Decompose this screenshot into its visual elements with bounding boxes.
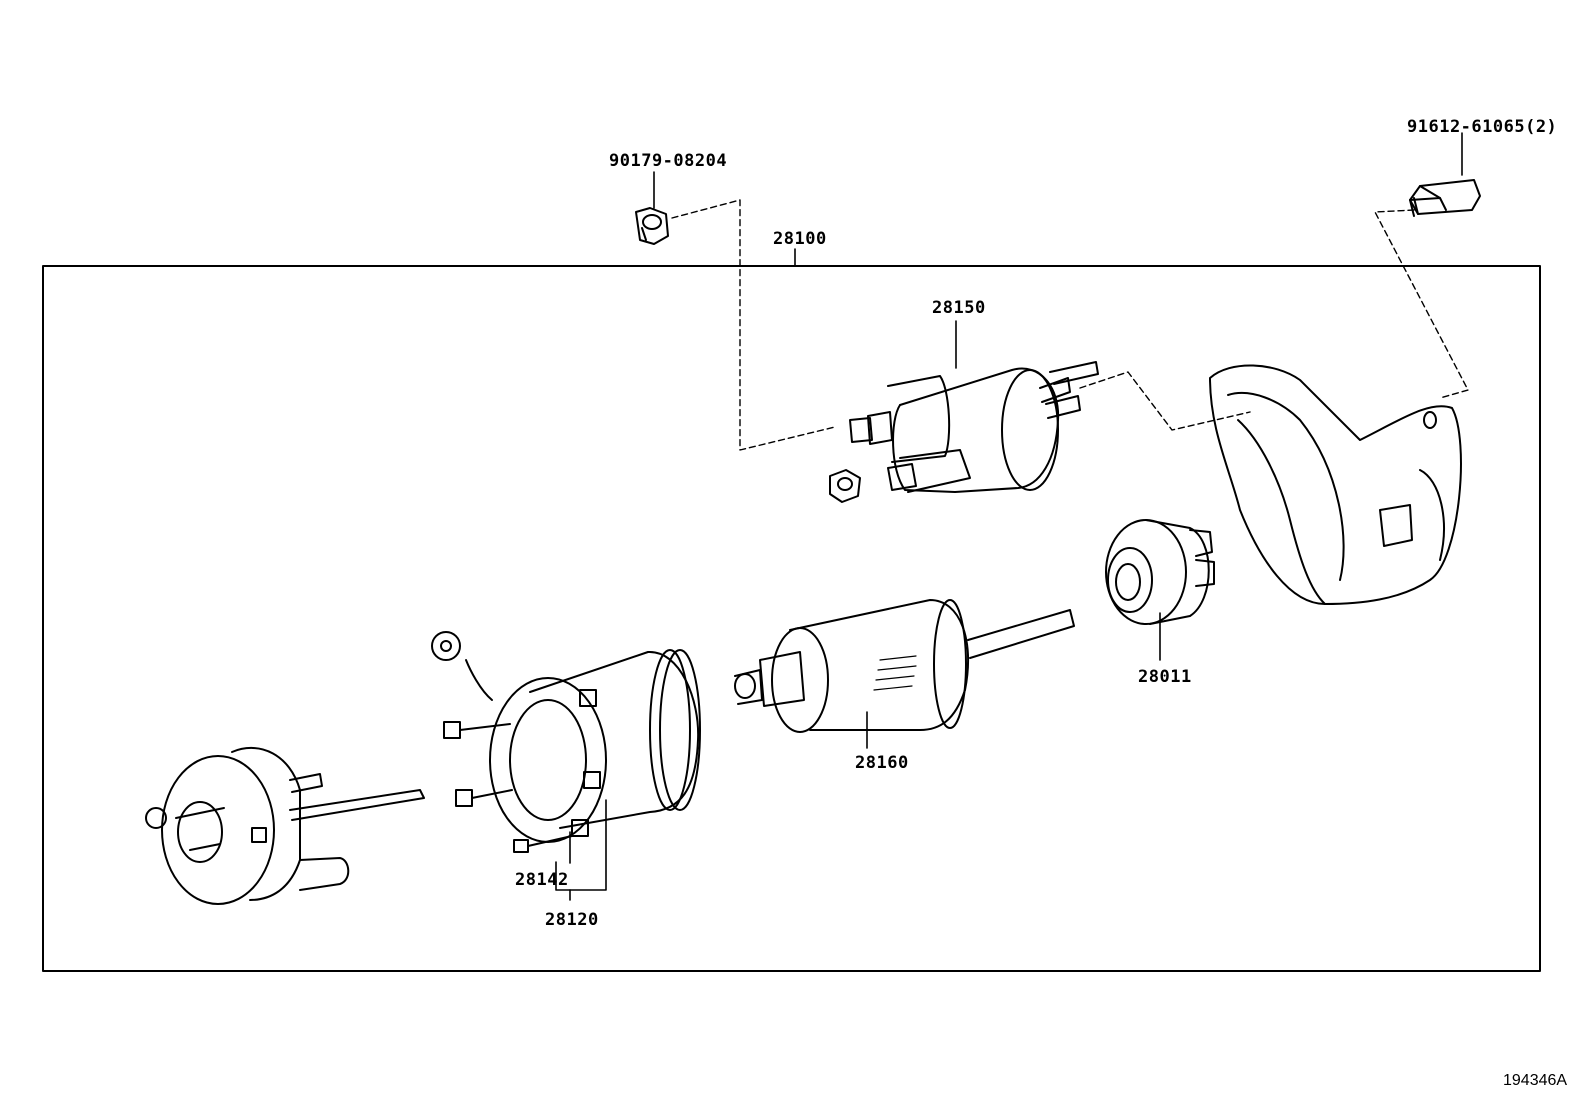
yoke-part	[431, 631, 701, 843]
armature-part	[734, 599, 1075, 733]
assembly-frame	[42, 265, 1541, 972]
label-yoke: 28120	[545, 910, 599, 930]
bolt-part	[1409, 179, 1481, 217]
dashed-alignment-lines	[671, 199, 1469, 451]
solenoid-part	[849, 361, 1099, 493]
label-nut: 90179-08204	[609, 151, 728, 171]
label-solenoid: 28150	[932, 298, 986, 318]
label-brush: 28142	[515, 870, 569, 890]
clutch-part	[1105, 519, 1215, 625]
end-frame-part	[145, 747, 425, 905]
label-bolt: 91612-61065(2)	[1407, 117, 1558, 137]
nut-part	[635, 207, 669, 245]
drive-housing-part	[1209, 364, 1462, 605]
label-armature: 28160	[855, 753, 909, 773]
label-starter-assembly: 28100	[773, 229, 827, 249]
leader-lines	[555, 132, 1463, 901]
label-clutch: 28011	[1138, 667, 1192, 687]
brush-holders-part	[443, 689, 601, 853]
small-nut-part	[829, 469, 861, 503]
figure-id: 194346A	[1503, 1072, 1568, 1089]
